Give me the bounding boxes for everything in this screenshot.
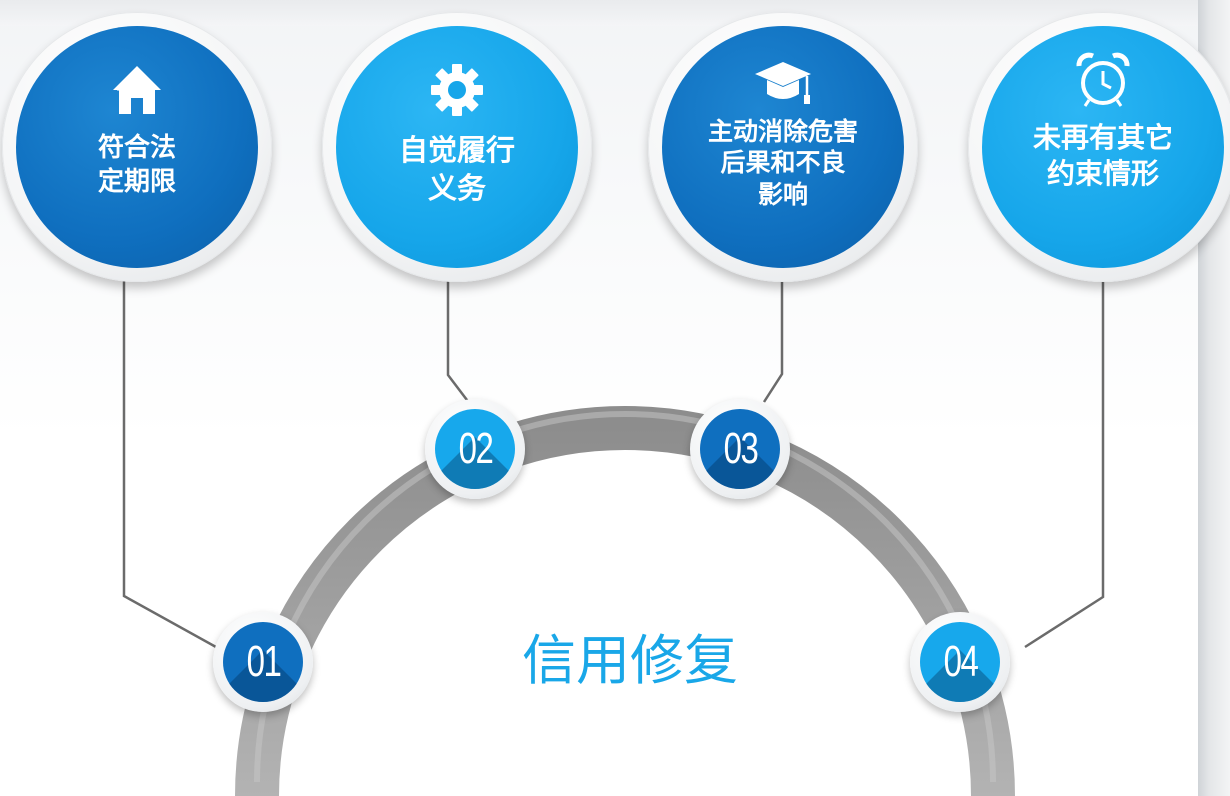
step-card-03: 主动消除危害 后果和不良 影响 [648,12,918,282]
step-node-04: 04 [910,612,1010,712]
step-number: 03 [723,424,758,473]
step-node-01: 01 [213,612,313,712]
graduation-cap-icon [755,62,811,104]
connector-line-01 [122,278,226,654]
connector-line-03 [762,278,784,403]
step-label: 自觉履行 义务 [398,133,515,205]
connector-line-04 [1024,278,1105,649]
step-number: 02 [458,424,493,473]
alarm-clock-icon [1076,52,1130,107]
gear-icon [431,64,483,116]
step-card-04: 未再有其它 约束情形 [968,12,1230,282]
step-node-03: 03 [690,399,790,499]
connector-line-02 [446,278,471,405]
step-number: 04 [943,637,978,686]
diagram-title: 信用修复 [522,629,738,692]
step-card-01: 符合法 定期限 [2,12,272,282]
step-label: 未再有其它 约束情形 [1032,121,1173,191]
home-icon [113,66,161,114]
step-node-02: 02 [425,399,525,499]
step-card-02: 自觉履行 义务 [322,12,592,282]
step-label: 主动消除危害 后果和不良 影响 [707,117,858,209]
top-band [0,0,1198,26]
progress-arc [235,406,1015,796]
step-label: 符合法 定期限 [97,133,176,197]
step-number: 01 [246,637,281,686]
